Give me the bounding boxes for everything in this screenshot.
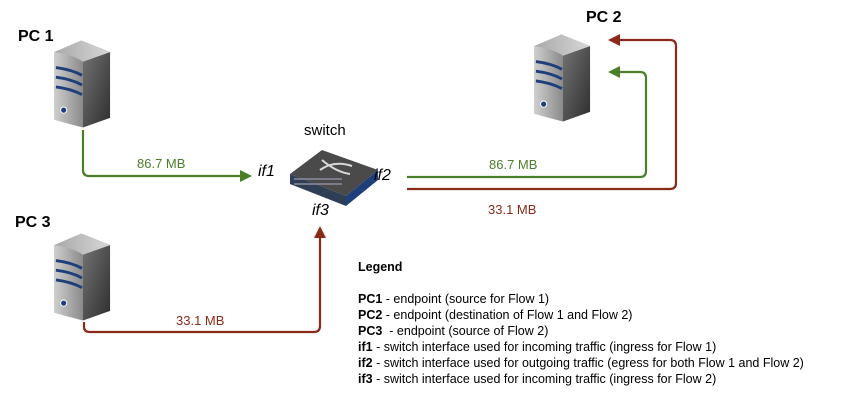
if2-label: if2 [374,167,391,184]
flow2-ingress-size: 33.1 MB [176,313,225,328]
legend-item: if2 - switch interface used for outgoing… [358,355,823,371]
if3-label: if3 [312,202,329,219]
legend-text: - endpoint (destination of Flow 1 and Fl… [382,308,633,322]
legend-text: - switch interface used for incoming tra… [372,372,717,386]
switch-label: switch [304,122,346,139]
legend-item: PC3 - endpoint (source of Flow 2) [358,323,838,339]
flow1-ingress-size: 86.7 MB [137,156,186,171]
flow2-egress-arrowhead [608,34,620,46]
legend-key: if2 [358,356,373,370]
pc3-label: PC 3 [15,214,51,231]
legend-text: - switch interface used for incoming tra… [372,340,717,354]
legend-key: if3 [358,372,373,386]
legend-key: if1 [358,340,373,354]
if1-label: if1 [258,163,275,180]
legend-text: - endpoint (source of Flow 2) [382,324,549,338]
pc1-server-icon[interactable] [54,39,112,129]
legend-item: PC1 - endpoint (source for Flow 1) [358,291,838,307]
pc2-server-icon[interactable] [534,33,592,123]
flow2-egress-line [407,38,678,191]
pc2-label: PC 2 [586,9,622,26]
pc1-label: PC 1 [18,28,54,45]
flow1-ingress-line [81,130,240,178]
legend-key: PC2 [358,308,383,322]
legend-text: - endpoint (source for Flow 1) [382,292,550,306]
legend: Legend PC1 - endpoint (source for Flow 1… [358,259,838,387]
flow1-ingress-arrowhead [240,170,252,182]
flow1-egress-line [407,70,648,179]
switch-icon[interactable] [290,150,378,206]
legend-item: if1 - switch interface used for incoming… [358,339,838,355]
legend-text: - switch interface used for outgoing tra… [372,356,804,370]
flow1-egress-size: 86.7 MB [489,157,538,172]
legend-key: PC3 [358,324,383,338]
legend-item: if3 - switch interface used for incoming… [358,371,838,387]
flow2-ingress-arrowhead [314,226,326,238]
flow2-egress-size: 33.1 MB [488,202,537,217]
legend-title: Legend [358,260,403,274]
legend-item: PC2 - endpoint (destination of Flow 1 an… [358,307,838,323]
flow2-ingress-line [82,238,322,334]
legend-key: PC1 [358,292,383,306]
pc3-server-icon[interactable] [54,232,112,322]
flow1-egress-arrowhead [608,66,620,78]
